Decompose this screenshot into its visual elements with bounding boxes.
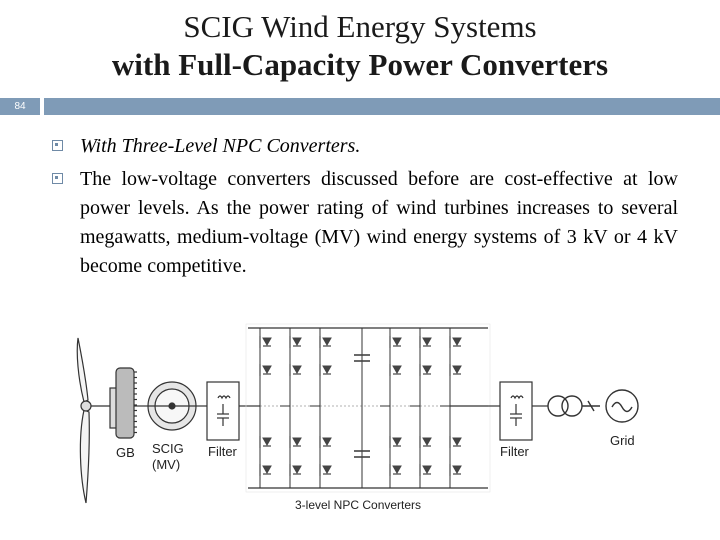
mv-label: (MV) xyxy=(152,457,180,472)
gb-label: GB xyxy=(116,445,135,460)
diode-icon xyxy=(292,465,302,475)
slide-number: 84 xyxy=(14,101,26,112)
diode-icon xyxy=(262,365,272,375)
gearbox-icon xyxy=(109,367,148,439)
title-line-2: with Full-Capacity Power Converters xyxy=(111,47,609,82)
diode-icon xyxy=(422,337,432,347)
diode-icon xyxy=(262,437,272,447)
diode-icon xyxy=(392,465,402,475)
bullet-list: With Three-Level NPC Converters. The low… xyxy=(52,132,678,285)
diode-icon xyxy=(392,337,402,347)
grid-label: Grid xyxy=(610,433,635,448)
bullet-item: The low-voltage converters discussed bef… xyxy=(52,165,678,281)
wind-turbine-icon xyxy=(76,337,110,504)
diode-icon xyxy=(322,365,332,375)
diode-icon xyxy=(322,337,332,347)
filter-right-icon xyxy=(488,381,548,441)
diode-icon xyxy=(422,365,432,375)
title-line-1: SCIG Wind Energy Systems xyxy=(183,9,537,44)
grid-source-icon xyxy=(605,389,639,423)
title-divider-bar xyxy=(44,98,720,115)
bullet-icon xyxy=(52,140,63,151)
diode-icon xyxy=(392,365,402,375)
bullet-text: With Three-Level NPC Converters. xyxy=(80,135,361,157)
slide-number-bar xyxy=(0,98,40,115)
diode-icon xyxy=(392,437,402,447)
diode-icon xyxy=(262,337,272,347)
diode-icon xyxy=(452,437,462,447)
diode-icon xyxy=(262,465,272,475)
diode-icon xyxy=(322,437,332,447)
npc-converter-block xyxy=(245,323,491,493)
diode-icon xyxy=(292,365,302,375)
scig-label: SCIG xyxy=(152,441,184,456)
npc-converter-diagram: GB SCIG (MV) Filter 3-level NPC Converte… xyxy=(70,318,650,518)
bullet-item: With Three-Level NPC Converters. xyxy=(52,132,678,161)
bullet-text: The low-voltage converters discussed bef… xyxy=(80,168,678,277)
converter-label: 3-level NPC Converters xyxy=(295,498,421,512)
slide-title: SCIG Wind Energy Systems with Full-Capac… xyxy=(0,8,720,84)
converter-frame xyxy=(245,323,491,493)
filter-left-label: Filter xyxy=(208,444,238,459)
bullet-icon xyxy=(52,173,63,184)
filter-left-icon xyxy=(206,381,248,441)
scig-generator-icon xyxy=(147,381,210,431)
diode-icon xyxy=(452,365,462,375)
transformer-icon xyxy=(547,395,600,417)
diagram-svg: GB SCIG (MV) Filter 3-level NPC Converte… xyxy=(76,323,639,512)
diode-icon xyxy=(422,437,432,447)
diode-icon xyxy=(452,337,462,347)
diode-icon xyxy=(292,337,302,347)
diode-icon xyxy=(292,437,302,447)
filter-right-label: Filter xyxy=(500,444,530,459)
diode-icon xyxy=(322,465,332,475)
diode-icon xyxy=(452,465,462,475)
diode-icon xyxy=(422,465,432,475)
